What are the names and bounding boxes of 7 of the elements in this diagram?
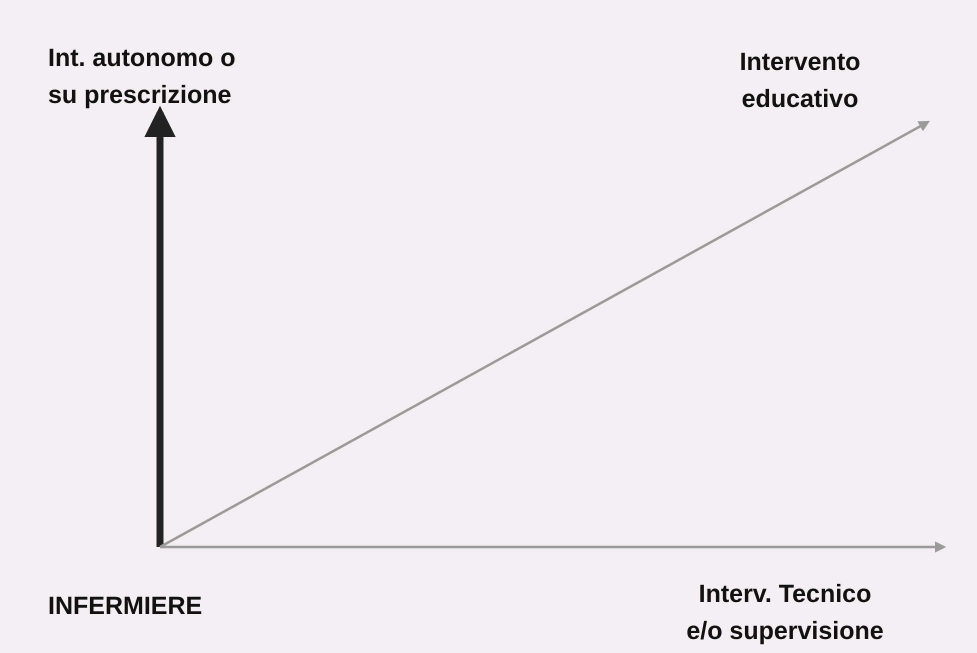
axis-label: Int. autonomo o su prescrizione: [48, 43, 236, 111]
arrow: [144, 106, 176, 547]
axis-label: Interv. Tecnico e/o supervisione: [685, 579, 885, 647]
arrow: [160, 541, 946, 553]
axis-label: Intervento educativo: [738, 47, 862, 115]
axis-label: INFERMIERE: [48, 591, 204, 622]
arrow: [159, 120, 930, 548]
